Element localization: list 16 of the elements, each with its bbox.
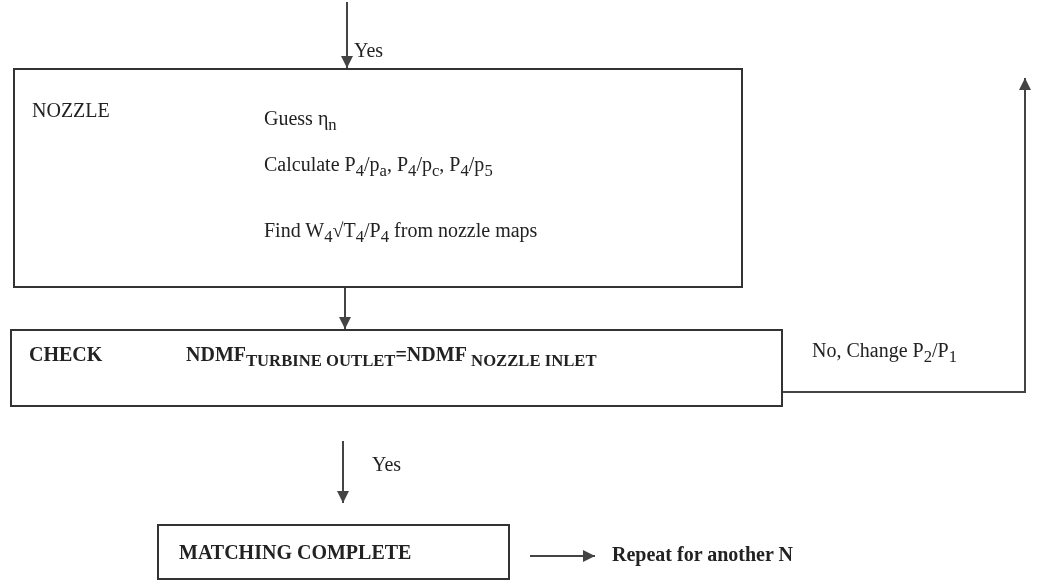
box-text: Find W$_{4}$√T$_{4}$/P$_{4}$ from nozzle maps [264, 218, 538, 248]
arrow [337, 440, 349, 504]
note-text: Repeat for another N [612, 542, 793, 566]
arrow [529, 550, 596, 562]
box-text: MATCHING COMPLETE [179, 540, 412, 564]
box-heading: NOZZLE [32, 98, 110, 122]
arrow [339, 287, 351, 330]
arrow [782, 77, 1031, 393]
box-text: Calculate P$_{4}$/p$_{a}$, P$_{4}$/p$_{c}$, P$_{4}$/p$_{5}$ [264, 152, 493, 182]
process-box [157, 524, 510, 580]
box-heading: CHECK [29, 342, 103, 366]
arrow [341, 1, 353, 69]
process-box [10, 329, 783, 407]
box-text: Guess η$_{n}$ [264, 106, 337, 136]
box-text: NDMF$_{TURBINE OUTLET}$=NDMF $_{NOZZLE INLET}$ [186, 342, 597, 372]
process-box [13, 68, 743, 288]
